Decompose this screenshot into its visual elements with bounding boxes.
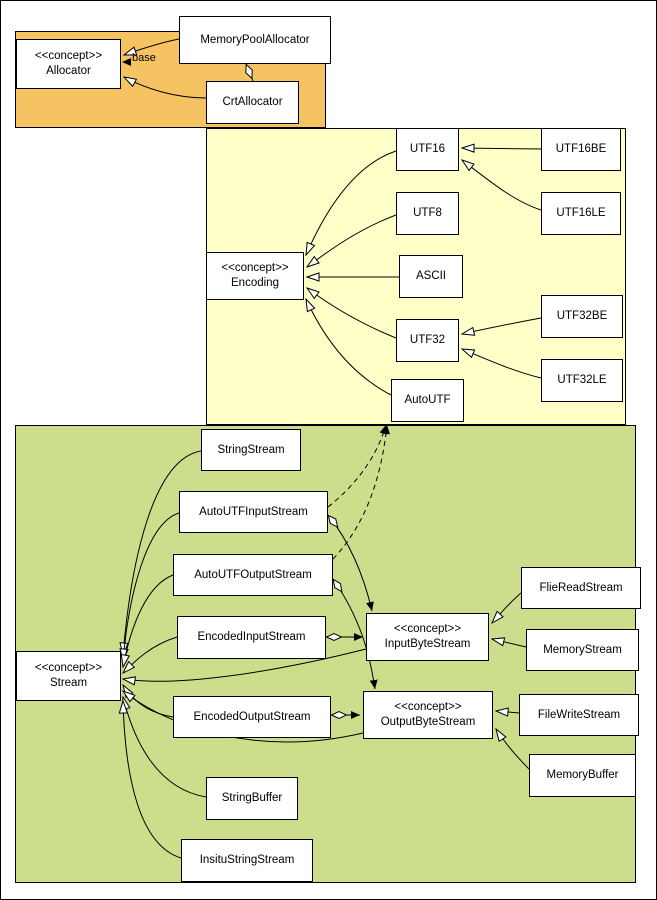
edge-autoutfinputstream-stream bbox=[123, 512, 180, 661]
edge-memorypoolallocator-allocator bbox=[124, 38, 180, 55]
node-output-byte-stream-concept: <<concept>> OutputByteStream bbox=[363, 691, 493, 739]
node-stream-concept: <<concept>> Stream bbox=[16, 651, 121, 701]
edge-utf32-encoding bbox=[307, 288, 397, 339]
node-label: FileWriteStream bbox=[537, 708, 621, 721]
node-file-write-stream: FileWriteStream bbox=[519, 694, 639, 736]
node-input-byte-stream-concept: <<concept>> InputByteStream bbox=[366, 613, 489, 661]
edge-memorypoolallocator-crtallocator bbox=[246, 64, 254, 82]
node-utf8: UTF8 bbox=[396, 192, 459, 235]
node-label: MemoryStream bbox=[543, 643, 622, 656]
node-label: MemoryPoolAllocator bbox=[200, 33, 310, 46]
edge-utf16-encoding bbox=[306, 150, 397, 255]
edge-stringstream-stream bbox=[123, 450, 202, 655]
edge-crtallocator-allocator bbox=[124, 77, 207, 99]
node-label: UTF32BE bbox=[556, 310, 608, 323]
edge-filewritestream-outputbytestream bbox=[496, 711, 520, 713]
base-label-arrow-icon bbox=[122, 58, 131, 66]
node-stereotype: <<concept>> bbox=[34, 662, 103, 675]
node-utf32be: UTF32BE bbox=[541, 295, 623, 338]
node-label: MemoryBuffer bbox=[546, 769, 619, 782]
node-label: UTF32 bbox=[409, 334, 446, 347]
edge-autoutfinputstream-autoutf bbox=[327, 424, 388, 508]
edge-utf8-encoding bbox=[307, 214, 397, 267]
node-stereotype: <<concept>> bbox=[394, 701, 462, 714]
edge-fliereadstream-inputbytestream bbox=[492, 592, 522, 623]
edge-autoutfinputstream-inputbytestream bbox=[328, 515, 372, 612]
edge-utf16be-utf16 bbox=[462, 148, 542, 149]
node-crt-allocator: CrtAllocator bbox=[206, 81, 299, 124]
edge-memorystream-inputbytestream bbox=[492, 639, 527, 648]
node-string-buffer: StringBuffer bbox=[206, 777, 298, 820]
node-memory-pool-allocator: MemoryPoolAllocator bbox=[179, 16, 331, 64]
node-label: OutputByteStream bbox=[380, 716, 476, 728]
node-label: Stream bbox=[49, 677, 88, 689]
edge-utf32le-utf32 bbox=[462, 349, 542, 379]
node-encoded-output-stream: EncodedOutputStream bbox=[173, 696, 331, 738]
edge-encodedoutputstream-stream bbox=[123, 685, 174, 718]
node-stereotype: <<concept>> bbox=[34, 50, 103, 63]
node-label: StringStream bbox=[217, 443, 285, 456]
edge-inputbytestream-stream bbox=[123, 648, 367, 681]
node-label: CrtAllocator bbox=[222, 96, 283, 109]
node-ascii: ASCII bbox=[399, 255, 463, 298]
edge-label-base: base bbox=[132, 52, 156, 64]
node-label: AutoUTFOutputStream bbox=[194, 568, 312, 581]
node-stereotype: <<concept>> bbox=[393, 623, 462, 636]
node-label: UTF32LE bbox=[557, 374, 607, 387]
node-label: FlieReadStream bbox=[539, 581, 623, 594]
node-label: StringBuffer bbox=[221, 792, 283, 805]
node-string-stream: StringStream bbox=[201, 429, 301, 471]
edge-utf16le-utf16 bbox=[462, 160, 542, 211]
edge-utf32be-utf32 bbox=[462, 317, 542, 334]
edge-encodedinputstream-stream bbox=[123, 636, 178, 673]
node-label: UTF8 bbox=[413, 207, 442, 220]
node-insitu-string-stream: InsituStringStream bbox=[181, 839, 313, 882]
node-allocator-concept: <<concept>> Allocator bbox=[16, 39, 121, 89]
node-utf32le: UTF32LE bbox=[541, 359, 623, 402]
node-label: Encoding bbox=[231, 277, 279, 289]
node-label: EncodedOutputStream bbox=[193, 710, 311, 723]
edge-autoutfoutputstream-stream bbox=[123, 574, 174, 667]
node-autoutf: AutoUTF bbox=[391, 379, 464, 422]
node-label: UTF16LE bbox=[556, 207, 606, 220]
node-encoding-concept: <<concept>> Encoding bbox=[206, 252, 304, 300]
node-utf16be: UTF16BE bbox=[541, 128, 621, 171]
node-label: UTF16BE bbox=[555, 143, 607, 156]
node-label: ASCII bbox=[415, 270, 447, 283]
node-utf16le: UTF16LE bbox=[541, 192, 621, 235]
node-memory-buffer: MemoryBuffer bbox=[529, 754, 636, 797]
node-label: UTF16 bbox=[409, 143, 446, 156]
node-stereotype: <<concept>> bbox=[221, 262, 289, 275]
node-label: AutoUTF bbox=[404, 394, 451, 407]
node-autoutf-input-stream: AutoUTFInputStream bbox=[179, 491, 328, 533]
node-label: InputByteStream bbox=[384, 638, 471, 650]
node-encoded-input-stream: EncodedInputStream bbox=[177, 616, 326, 659]
edge-memorybuffer-outputbytestream bbox=[496, 729, 530, 770]
node-flie-read-stream: FlieReadStream bbox=[521, 567, 641, 609]
edge-autoutfoutputstream-outputbytestream bbox=[332, 579, 375, 690]
edge-insitustringstream-stream bbox=[123, 701, 182, 859]
node-utf32: UTF32 bbox=[396, 319, 459, 362]
edge-autoutf-encoding bbox=[306, 299, 392, 396]
node-memory-stream: MemoryStream bbox=[526, 629, 639, 671]
node-autoutf-output-stream: AutoUTFOutputStream bbox=[173, 554, 333, 596]
node-label: Allocator bbox=[46, 65, 91, 77]
node-utf16: UTF16 bbox=[396, 128, 459, 171]
node-label: InsituStringStream bbox=[199, 854, 295, 867]
edge-autoutfoutputstream-autoutf bbox=[332, 424, 391, 560]
node-label: EncodedInputStream bbox=[197, 631, 306, 644]
node-label: AutoUTFInputStream bbox=[199, 505, 308, 518]
